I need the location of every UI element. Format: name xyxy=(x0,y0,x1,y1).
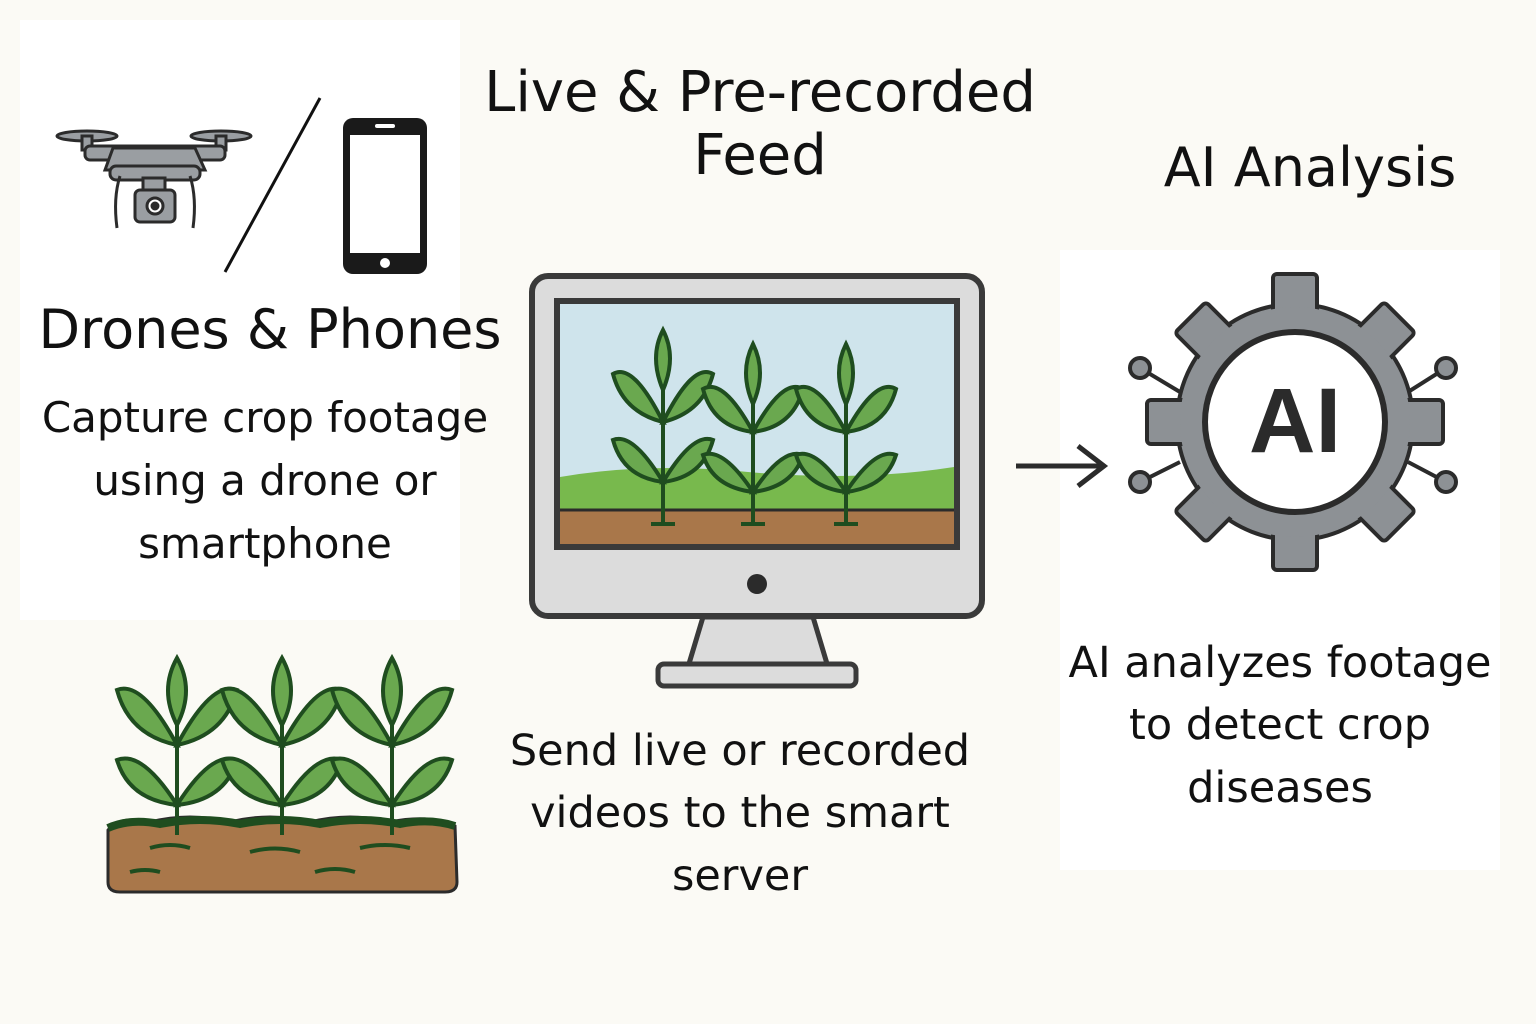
capture-title: Drones & Phones xyxy=(38,298,502,361)
capture-description: Capture crop footage using a drone or sm… xyxy=(41,393,489,568)
smartphone-icon xyxy=(343,118,427,274)
analysis-description: AI analyzes footage to detect crop disea… xyxy=(1068,638,1492,813)
feed-description: Send live or recorded videos to the smar… xyxy=(509,726,971,901)
gear-label: AI xyxy=(1249,370,1341,472)
drone-icon xyxy=(55,129,253,229)
monitor-icon xyxy=(529,273,985,689)
ai-gear-icon: AI xyxy=(1128,272,1458,572)
slash-divider xyxy=(223,97,322,273)
arrow-right-icon xyxy=(1016,444,1109,488)
analysis-title: AI Analysis xyxy=(1163,136,1457,199)
feed-title: Live & Pre-recorded Feed xyxy=(484,60,1036,188)
crop-field-icon xyxy=(106,653,459,894)
